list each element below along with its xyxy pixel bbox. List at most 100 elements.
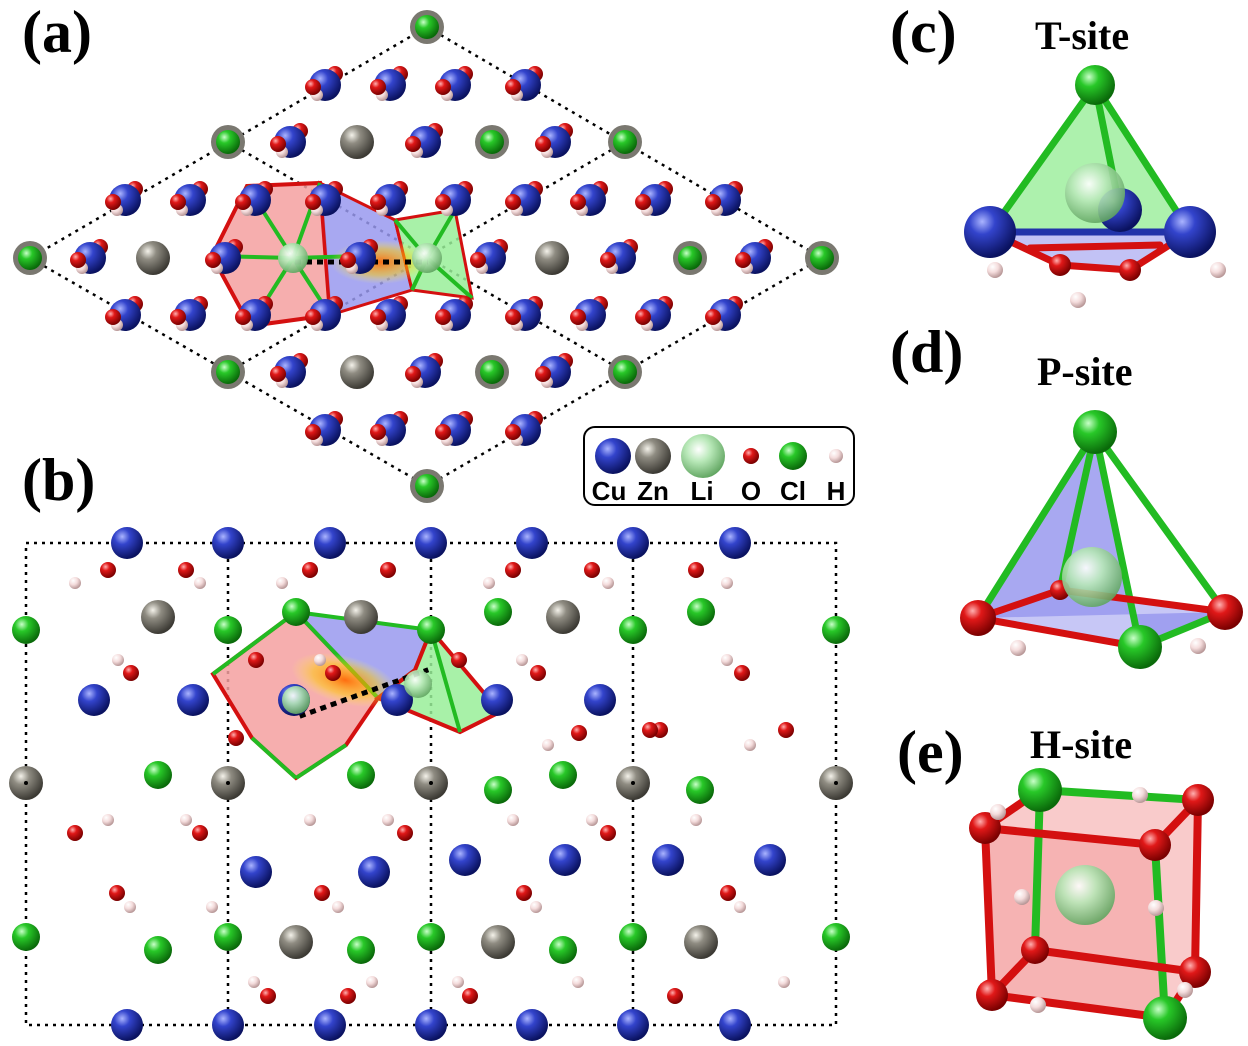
o-atom (370, 309, 386, 325)
o-atom (123, 665, 139, 681)
cl-atom (415, 15, 439, 39)
o-atom (960, 600, 996, 636)
legend-label-zn: Zn (637, 476, 669, 506)
panel-label-d: (d) (890, 319, 964, 385)
o-atom (570, 309, 586, 325)
h-atom (987, 262, 1003, 278)
cu-atom (212, 1009, 244, 1041)
o-atom (1049, 254, 1071, 276)
cl-atom (484, 776, 512, 804)
h-atom (332, 901, 344, 913)
o-atom (302, 562, 318, 578)
cu-atom (415, 1009, 447, 1041)
o-atom (516, 885, 532, 901)
h-atom (180, 814, 192, 826)
h-atom (734, 901, 746, 913)
cl-atom (480, 360, 504, 384)
o-atom (1179, 956, 1211, 988)
o-atom (1207, 594, 1243, 630)
o-atom (305, 424, 321, 440)
cu-atom (78, 684, 110, 716)
o-atom (735, 252, 751, 268)
zn-atom (340, 355, 374, 389)
panel-c-tsite (986, 81, 1194, 274)
panel-b-atoms (9, 527, 853, 1041)
zn-center-dot (429, 781, 433, 785)
o-atom (642, 722, 658, 738)
h-atom (1190, 638, 1206, 654)
h-atom (124, 901, 136, 913)
h-atom (516, 654, 528, 666)
o-atom (109, 885, 125, 901)
h-atom (1132, 787, 1148, 803)
panel-label-c: (c) (890, 0, 957, 65)
cl-atom (1143, 996, 1187, 1040)
zn-atom (481, 925, 515, 959)
cl-atom (12, 616, 40, 644)
h-atom (530, 901, 542, 913)
h-atom (690, 814, 702, 826)
cl-atom (613, 360, 637, 384)
o-atom (1119, 259, 1141, 281)
panel-label-a: (a) (22, 0, 92, 65)
cu-atom (212, 527, 244, 559)
zn-atom (684, 925, 718, 959)
cu-atom (549, 844, 581, 876)
cu-atom (652, 844, 684, 876)
cl-atom (619, 616, 647, 644)
h-atom (990, 804, 1006, 820)
h-atom (452, 976, 464, 988)
cl-atom (484, 598, 512, 626)
cl-atom (12, 923, 40, 951)
o-atom (505, 79, 521, 95)
o-atom (1021, 936, 1049, 964)
o-atom (976, 979, 1008, 1011)
cu-atom (449, 844, 481, 876)
h-atom (1210, 262, 1226, 278)
o-atom (270, 136, 286, 152)
o-atom (505, 194, 521, 210)
cu-atom (719, 527, 751, 559)
cu-atom (177, 684, 209, 716)
o-atom (570, 194, 586, 210)
legend-label-cl: Cl (780, 476, 806, 506)
h-atom (366, 976, 378, 988)
o-atom (530, 665, 546, 681)
zn-center-dot (834, 781, 838, 785)
o-atom (100, 562, 116, 578)
panel-label-b: (b) (22, 447, 96, 513)
o-atom (248, 652, 264, 668)
h-atom (542, 739, 554, 751)
o-atom (105, 194, 121, 210)
cl-atom (687, 598, 715, 626)
legend-swatch-cl (779, 442, 807, 470)
o-atom (370, 194, 386, 210)
cu-atom (719, 1009, 751, 1041)
zn-atom (279, 925, 313, 959)
o-atom (462, 988, 478, 1004)
o-atom (340, 988, 356, 1004)
cl-atom (613, 130, 637, 154)
zn-center-dot (631, 781, 635, 785)
cu-atom (314, 527, 346, 559)
li-atom (412, 243, 442, 273)
cl-atom (214, 616, 242, 644)
o-atom (260, 988, 276, 1004)
cl-atom (18, 246, 42, 270)
o-atom (720, 885, 736, 901)
cl-atom (415, 474, 439, 498)
migration-glow-b (291, 652, 399, 708)
o-atom (584, 562, 600, 578)
panel-d-atoms (960, 410, 1243, 669)
o-atom (778, 722, 794, 738)
h-atom (1148, 900, 1164, 916)
cl-atom (1073, 410, 1117, 454)
site-title-h: H-site (1030, 722, 1133, 767)
o-atom (535, 366, 551, 382)
cu-atom (516, 1009, 548, 1041)
h-atom (602, 577, 614, 589)
legend-swatch-li (681, 434, 725, 478)
cu-atom (111, 527, 143, 559)
h-atom (572, 976, 584, 988)
cl-atom (144, 761, 172, 789)
